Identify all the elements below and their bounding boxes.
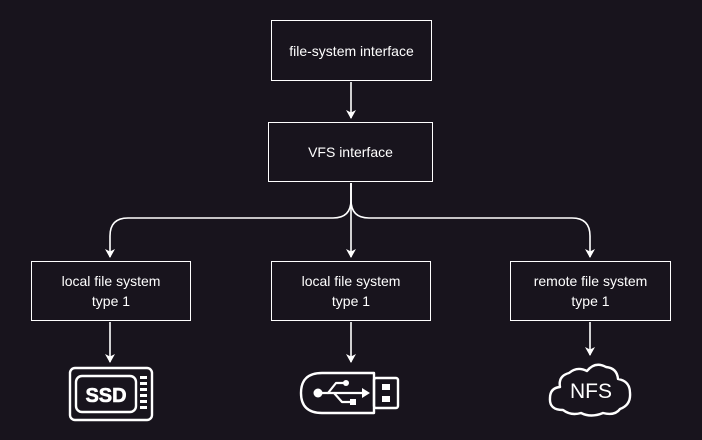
ssd-icon-text: SSD (85, 385, 126, 407)
node-label: file-system interface (289, 42, 414, 59)
ssd-icon: SSD (68, 366, 154, 422)
node-label-line2: type 1 (331, 293, 371, 309)
node-local-file-system-2: local file system type 1 (271, 261, 431, 321)
node-vfs-interface: VFS interface (268, 122, 433, 182)
cloud-icon-text: NFS (570, 380, 612, 403)
node-label: VFS interface (308, 144, 393, 160)
arrow-vfs-to-local-1 (105, 183, 352, 258)
node-label-line2: type 1 (91, 293, 131, 309)
node-label-line2: type 1 (571, 293, 610, 309)
node-local-file-system-1: local file system type 1 (31, 261, 191, 321)
node-file-system-interface: file-system interface (271, 20, 432, 81)
node-remote-file-system-1: remote file system type 1 (510, 261, 671, 321)
arrow-vfs-to-remote-1 (350, 183, 595, 258)
cloud-icon: NFS (548, 363, 632, 417)
node-label-line1: remote file system (533, 273, 648, 289)
node-label-line1: local file system (301, 273, 401, 289)
node-label-line1: local file system (61, 273, 161, 289)
usb-drive-icon (299, 371, 400, 415)
